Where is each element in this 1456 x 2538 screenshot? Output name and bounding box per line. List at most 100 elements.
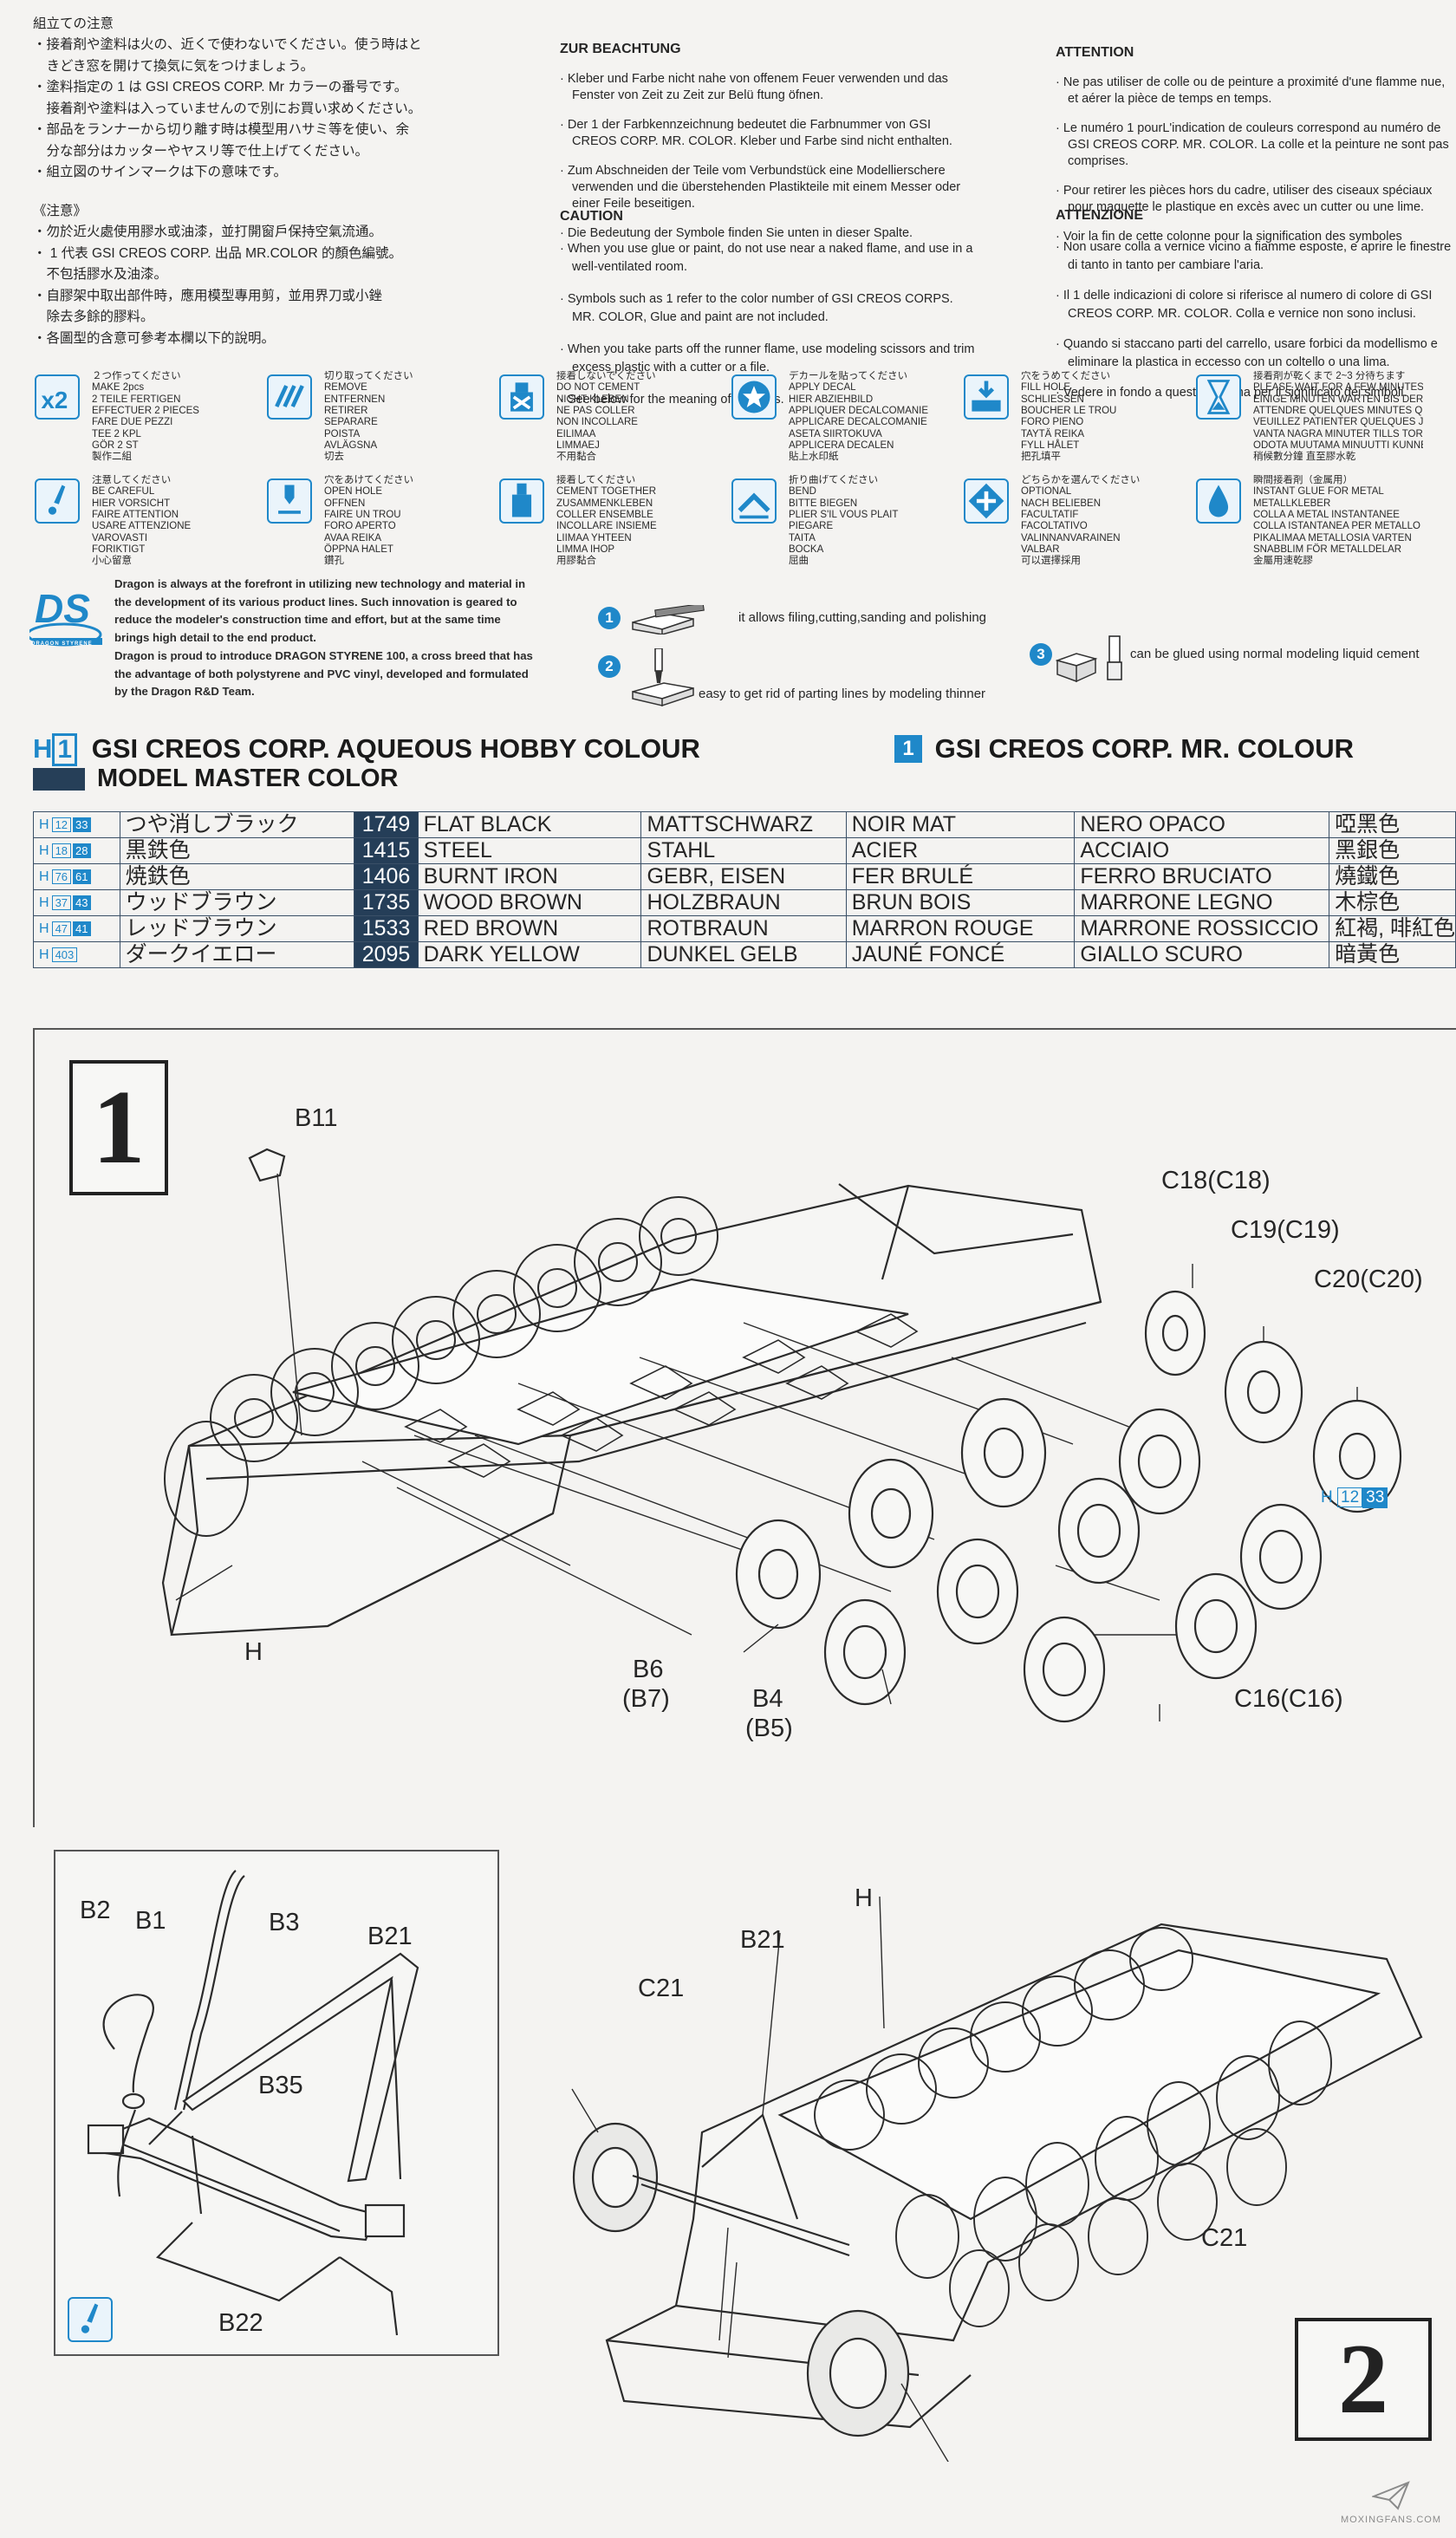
step1-number: 1 [92,1069,146,1186]
mr-box: 1 [894,735,922,763]
french_notes-item-text: Pour retirer les pièces hors du cadre, u… [1063,184,1433,215]
chinese_notes-line: ・各圖型的含意可參考本欄以下的說明。 [33,330,276,346]
symbol-label: 接着しないでください DO NOT CEMENT NICHT KLEBEN NE… [556,371,656,463]
ds-feature-1-num: 1 [598,607,621,629]
german_notes-item-text: Die Bedeutung der Symbole finden Sie unt… [567,226,913,241]
color-number: 1749 [354,811,419,838]
color-name-de: GEBR, EISEN [640,863,847,890]
symbol-label: 穴をあけてください OPEN HOLE OFFNEN FAIRE UN TROU… [324,475,414,567]
symbol-label: 接着してください CEMENT TOGETHER ZUSAMMENKLEBEN … [556,475,657,567]
color-name-it: MARRONE LEGNO [1074,889,1330,916]
model-master-swatch [33,768,85,791]
color-name-it: NERO OPACO [1074,811,1330,838]
french-notes: ATTENTION · Ne pas utiliser de colle ou … [1056,43,1456,258]
cement-bottle-icon [1056,635,1122,683]
chinese-notes-lines: ・勿於近火處使用膠水或油漆，並打開窗戶保持空氣流通。・ 1 代表 GSI CRE… [33,222,484,349]
color-name-it: ACCIAIO [1074,837,1330,864]
japanese_notes-line: ・塗料指定の 1 は GSI CREOS CORP. Mr カラーの番号です。 [33,80,408,95]
ds-feature-3: 3 can be glued using normal modeling liq… [1030,634,1456,695]
ds-logo-sub: DRAGON STYRENE [31,641,93,647]
ds-logo-icon: DS [26,586,102,647]
english-notes-title: CAUTION [560,209,623,224]
english_notes-item: · When you use glue or paint, do not use… [560,241,973,275]
paint-code-b: 33 [1362,1487,1388,1508]
code-h1: 403 [51,947,78,962]
color-name-de: MATTSCHWARZ [640,811,847,838]
color-name-jp: レッドブラウン [119,915,355,942]
label-c20: C20(C20) [1314,1266,1423,1293]
ds-paragraph-line: the advantage of both polystyrene and PV… [114,667,529,680]
french_notes-item-text: Ne pas utiliser de colle ou de peinture … [1063,75,1446,107]
code-h1: 12 [51,817,72,832]
ds-feature-1: 1 it allows filing,cutting,sanding and p… [598,605,1118,640]
color-name-en: RED BROWN [417,915,642,942]
ds-paragraph: Dragon is always at the forefront in uti… [114,576,600,701]
step2-number: 2 [1338,2324,1388,2435]
japanese-notes-title: 組立ての注意 [33,16,114,31]
german_notes-item-text: Zum Abschneiden der Teile vom Verbundstü… [567,163,961,212]
color-name-fr: MARRON ROUGE [845,915,1076,942]
italian_notes-item-text: Quando si staccano parti del carrello, u… [1063,337,1438,370]
code-h: H [39,843,49,858]
step2-be-careful-icon [68,2297,113,2342]
code-h2: 43 [73,895,91,910]
x2-make-two-icon: x2 [35,374,80,420]
code-h1: 47 [51,921,72,936]
color-name-it: MARRONE ROSSICCIO [1074,915,1330,942]
japanese_notes-line: ・組立図のサインマークは下の意味です。 [33,165,287,180]
symbol-label: 接着剤が乾くまで 2~3 分待ちます PLEASE WAIT FOR A FEW… [1253,371,1423,463]
chinese_notes-line: ・自膠架中取出部件時，應用模型專用剪，並用界刀或小銼 [33,288,383,303]
symbol-label: 折り曲げてください BEND BITTE BIEGEN PLIER S'IL V… [789,475,899,567]
label-b5: (B5) [745,1715,793,1742]
symbol-label: デカールを貼ってください APPLY DECAL HIER ABZIEHBILD… [789,371,929,463]
aqueous-prefix: H [33,733,53,764]
french_notes-item-text: Le numéro 1 pourL'indication de couleurs… [1063,120,1449,169]
watermark-text: MOXINGFANS.COM [1340,2515,1442,2525]
italian-notes-title: ATTENZIONE [1056,208,1144,223]
ds-paragraph-line: Dragon is proud to introduce DRAGON STYR… [114,648,533,662]
label-b21-inset: B21 [367,1923,413,1950]
ds-paragraph-line: by the Dragon R&D Team. [114,685,255,699]
symbol-label: ２つ作ってください MAKE 2pcs 2 TEILE FERTIGEN EFF… [92,371,199,463]
color-name-en: BURNT IRON [417,863,642,890]
color-name-jp: つや消しブラック [119,811,355,838]
dragon-styrene-section: DS DRAGON STYRENE Dragon is always at th… [0,576,1456,723]
ds-feature-2-num: 2 [598,655,621,678]
english_notes-item: · Symbols such as 1 refer to the color n… [560,291,953,325]
aqueous-box: 1 [52,733,78,766]
label-h-step2: H [855,1884,873,1912]
label-c21-left: C21 [638,1975,685,2002]
color-name-fr: FER BRULÉ [845,863,1076,890]
fill-hole-icon [964,374,1009,420]
color-name-zh: 木棕色 [1329,889,1456,916]
label-c16: C16(C16) [1234,1685,1343,1713]
symbol-label: 穴をうめてください FILL HOLE SCHLIESSEN BOUCHER L… [1021,371,1117,463]
ds-feature-2-text: easy to get rid of parting lines by mode… [699,687,986,701]
hourglass-wait-icon [1196,374,1241,420]
french_notes-item: · Ne pas utiliser de colle ou de peintur… [1056,75,1446,107]
english-notes-items: · When you use glue or paint, do not use… [560,240,976,410]
color-name-zh: 啞黑色 [1329,811,1456,838]
japanese_notes-line: ・部品をランナーから切り離す時は模型用ハサミ等を使い、余 [33,122,410,138]
step1-diagram [161,1148,1402,1723]
chinese-notes: 《注意》 ・勿於近火處使用膠水或油漆，並打開窗戶保持空氣流通。・ 1 代表 GS… [33,201,484,349]
optional-icon [964,478,1009,524]
ds-paragraph-line: the development of its various product l… [114,595,517,608]
german-notes: ZUR BEACHTUNG · Kleber und Farbe nicht n… [560,40,976,255]
step1-number-box: 1 [69,1060,168,1195]
step2-inset-diagram [87,1870,419,2336]
label-c18: C18(C18) [1161,1167,1271,1194]
chinese_notes-line: ・勿於近火處使用膠水或油漆，並打開窗戶保持空氣流通。 [33,225,383,240]
color-name-de: DUNKEL GELB [640,941,847,968]
label-h-step1: H [244,1638,263,1666]
label-b4: B4 [752,1685,783,1713]
be-careful-icon [35,478,80,524]
color-name-fr: JAUNÉ FONCÉ [845,941,1076,968]
